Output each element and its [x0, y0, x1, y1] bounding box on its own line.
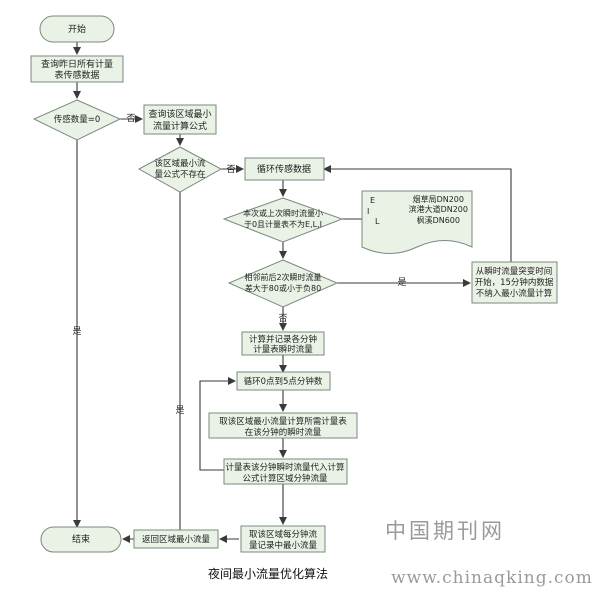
- node-formula-check: 该区域最小流 量公式不存在: [137, 146, 223, 193]
- loop-minutes-label: 循环0点到5点分钟数: [244, 376, 323, 387]
- arrow-formula-check-to-end: [122, 192, 181, 543]
- node-query-sensors: 查询昨日所有计量 表传感数据: [30, 55, 124, 83]
- node-start: 开始: [39, 15, 115, 43]
- label-no-2: 否: [226, 164, 235, 175]
- label-yes-1: 是: [397, 277, 406, 288]
- min-record-line2: 量记录中最小流量: [249, 540, 318, 551]
- query-formula-line1: 查询该区域最小: [148, 108, 211, 120]
- min-record-line1: 取该区域每分钟流: [249, 529, 318, 540]
- node-sensor-check: 传感数量=0: [32, 99, 122, 141]
- node-loop-sensor: 循环传感数据: [244, 157, 325, 181]
- label-no-1: 否: [126, 113, 135, 124]
- start-label: 开始: [68, 23, 86, 35]
- query-formula-line2: 流量计算公式: [153, 120, 207, 132]
- doc-entry-3: 枫溪DN600: [417, 215, 460, 225]
- connectors: [73, 42, 512, 543]
- node-calc-record: 计算并记录各分钟 计量表瞬时流量: [241, 331, 325, 356]
- diff-check-line2: 差大于80或小于负80: [245, 283, 321, 293]
- calc-record-line2: 计量表瞬时流量: [253, 344, 313, 355]
- node-diff-check: 相邻前后2次瞬时流量 差大于80或小于负80: [227, 259, 339, 308]
- label-no-3: 否: [278, 313, 287, 324]
- node-end: 结束: [40, 526, 122, 553]
- doc-letter-e: E: [370, 196, 375, 205]
- query-sensors-line1: 查询昨日所有计量: [41, 58, 113, 70]
- calc-record-line1: 计算并记录各分钟: [249, 334, 317, 345]
- node-flow-check: 本次或上次瞬时流量小 于0且计量表不为E,L,I: [222, 197, 344, 243]
- node-return-min: 返回区域最小流量: [133, 529, 219, 549]
- end-label: 结束: [72, 533, 90, 545]
- watermark-url: www.chinaqking.com: [391, 568, 593, 588]
- watermark-cn: 中国期刊网: [385, 519, 505, 543]
- document-shape: [361, 190, 473, 254]
- get-flow-line2: 在该分钟的瞬时流量: [245, 427, 322, 438]
- doc-entry-2: 滨港大道DN200: [409, 204, 468, 214]
- exclude-line3: 不纳入最小流量计算: [476, 288, 553, 299]
- formula-check-line2: 量公式不存在: [154, 169, 205, 180]
- node-loop-minutes: 循环0点到5点分钟数: [236, 371, 331, 391]
- figure-caption: 夜间最小流量优化算法: [208, 566, 328, 581]
- diff-check-line1: 相邻前后2次瞬时流量: [244, 272, 321, 282]
- label-yes-3: 是: [175, 405, 184, 416]
- return-min-label: 返回区域最小流量: [142, 534, 211, 545]
- get-flow-line1: 取该区域最小流量计算所需计量表: [219, 416, 347, 427]
- node-document: E I L 烟草局DN200 滨港大道DN200 枫溪DN600: [361, 190, 473, 254]
- doc-letter-l: L: [375, 217, 380, 226]
- query-sensors-line2: 表传感数据: [54, 69, 99, 81]
- arrow-exclude-to-loop: [323, 165, 512, 262]
- formula-check-line1: 该区域最小流: [154, 158, 206, 169]
- exclude-line2: 开始，15分钟内数据: [475, 277, 554, 288]
- node-exclude: 从瞬时流量突变时间 开始，15分钟内数据 不纳入最小流量计算: [471, 261, 558, 304]
- arrow-substitute-loop-back: [199, 377, 236, 471]
- substitute-line1: 计量表该分钟瞬时流量代入计算: [225, 462, 345, 473]
- node-query-formula: 查询该区域最小 流量计算公式: [143, 104, 217, 135]
- label-yes-2: 是: [72, 326, 81, 337]
- doc-entry-1: 烟草局DN200: [413, 194, 464, 204]
- exclude-line1: 从瞬时流量突变时间: [476, 266, 553, 277]
- node-substitute: 计量表该分钟瞬时流量代入计算 公式计算区域分钟流量: [223, 458, 348, 485]
- flow-check-line2: 于0且计量表不为E,L,I: [244, 219, 322, 229]
- node-get-flow: 取该区域最小流量计算所需计量表 在该分钟的瞬时流量: [208, 412, 358, 439]
- sensor-check-label: 传感数量=0: [54, 114, 101, 125]
- flow-check-line1: 本次或上次瞬时流量小: [243, 208, 323, 218]
- loop-sensor-label: 循环传感数据: [257, 163, 311, 175]
- node-min-record: 取该区域每分钟流 量记录中最小流量: [240, 525, 326, 553]
- doc-letter-i: I: [367, 207, 369, 216]
- substitute-line2: 公式计算区域分钟流量: [242, 473, 328, 484]
